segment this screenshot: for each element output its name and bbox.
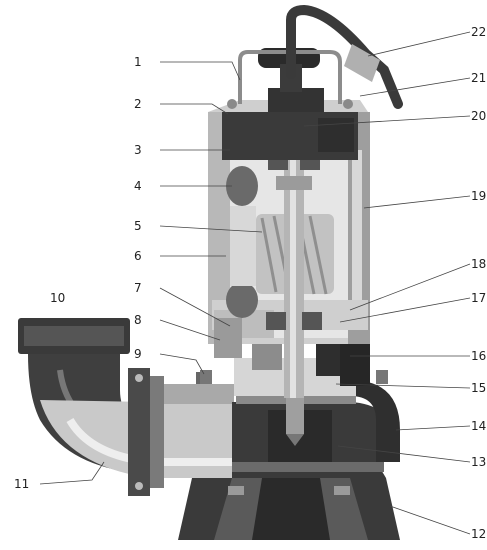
label-14: 14 (471, 419, 486, 433)
label-15: 15 (471, 381, 486, 395)
label-12: 12 (471, 527, 486, 541)
power-cable (286, 4, 403, 109)
leader-lines (39, 31, 471, 535)
label-3: 3 (134, 143, 142, 157)
impeller-section (234, 338, 370, 446)
label-2: 2 (134, 97, 142, 111)
label-11: 11 (14, 477, 29, 491)
label-6: 6 (134, 249, 142, 263)
label-22: 22 (471, 25, 486, 39)
label-4: 4 (134, 179, 142, 193)
label-19: 19 (471, 189, 486, 203)
stator-windings (226, 166, 258, 318)
label-17: 17 (471, 291, 486, 305)
label-20: 20 (471, 109, 486, 123)
label-16: 16 (471, 349, 486, 363)
base-stand (178, 462, 400, 540)
pump-casing (232, 380, 400, 462)
label-10: 10 (50, 291, 65, 305)
label-18: 18 (471, 257, 486, 271)
label-5: 5 (134, 219, 142, 233)
label-21: 21 (471, 71, 486, 85)
label-7: 7 (134, 281, 142, 295)
label-13: 13 (471, 455, 486, 469)
part-labels: 1 2 3 4 5 6 7 8 9 10 11 12 13 14 15 16 1… (14, 25, 486, 541)
label-1: 1 (134, 55, 142, 69)
shaft (276, 128, 312, 398)
label-8: 8 (134, 313, 142, 327)
label-9: 9 (134, 347, 142, 361)
flange-bolts (200, 370, 388, 384)
